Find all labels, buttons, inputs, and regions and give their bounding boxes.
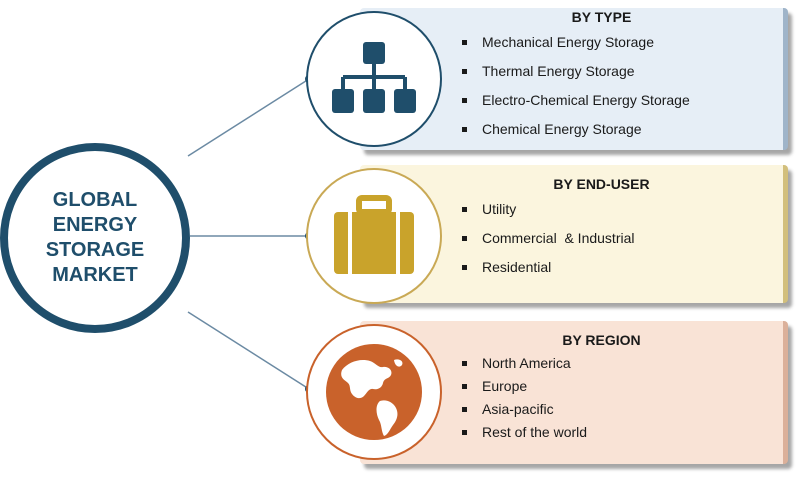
list-item: Thermal Energy Storage	[360, 62, 783, 91]
bullet-icon	[462, 407, 467, 412]
list-item-label: Thermal Energy Storage	[482, 63, 635, 79]
list-item: Utility	[360, 200, 783, 229]
list-item: Commercial & Industrial	[360, 229, 783, 258]
icon-circle-region	[306, 324, 442, 460]
bullet-icon	[462, 69, 467, 74]
center-title: GLOBAL ENERGY STORAGE MARKET	[45, 189, 145, 286]
segment-title-region: BY REGION	[562, 332, 641, 348]
list-item-label: Chemical Energy Storage	[482, 121, 642, 137]
bullet-icon	[462, 236, 467, 241]
icon-circle-end-user	[306, 168, 442, 304]
bullet-icon	[462, 40, 467, 45]
briefcase-icon	[334, 195, 414, 274]
list-item: Electro-Chemical Energy Storage	[360, 91, 783, 120]
list-item-label: Europe	[482, 378, 528, 394]
bullet-icon	[462, 207, 467, 212]
segment-list-type: Mechanical Energy Storage Thermal Energy…	[360, 33, 783, 149]
list-item-label: Utility	[482, 201, 517, 217]
bullet-icon	[462, 98, 467, 103]
bullet-icon	[462, 384, 467, 389]
icon-circle-type	[306, 11, 442, 147]
list-item: Residential	[360, 258, 783, 287]
globe-icon	[326, 344, 422, 440]
bullet-icon	[462, 430, 467, 435]
bullet-icon	[462, 265, 467, 270]
list-item-label: Rest of the world	[482, 424, 588, 440]
segment-list-region: North America Europe Asia-pacific Rest o…	[360, 354, 783, 446]
list-item: Chemical Energy Storage	[360, 120, 783, 149]
list-item-label: Mechanical Energy Storage	[482, 34, 654, 50]
list-item: Mechanical Energy Storage	[360, 33, 783, 62]
connector-region	[187, 311, 310, 390]
list-item-label: North America	[482, 355, 571, 371]
center-circle: GLOBAL ENERGY STORAGE MARKET	[0, 143, 190, 333]
list-item-label: Asia-pacific	[482, 401, 554, 417]
list-item-label: Electro-Chemical Energy Storage	[482, 92, 690, 108]
segment-title-type: BY TYPE	[571, 9, 632, 25]
list-item: Asia-pacific	[360, 400, 783, 423]
hierarchy-icon	[332, 42, 416, 113]
bullet-icon	[462, 361, 467, 366]
list-item: Rest of the world	[360, 423, 783, 446]
list-item: North America	[360, 354, 783, 377]
list-item-label: Commercial & Industrial	[482, 230, 635, 246]
list-item-label: Residential	[482, 259, 552, 275]
connector-type	[187, 78, 310, 157]
list-item: Europe	[360, 377, 783, 400]
segment-list-end-user: Utility Commercial & Industrial Resident…	[360, 200, 783, 287]
segment-title-end-user: BY END-USER	[553, 176, 650, 192]
bullet-icon	[462, 127, 467, 132]
